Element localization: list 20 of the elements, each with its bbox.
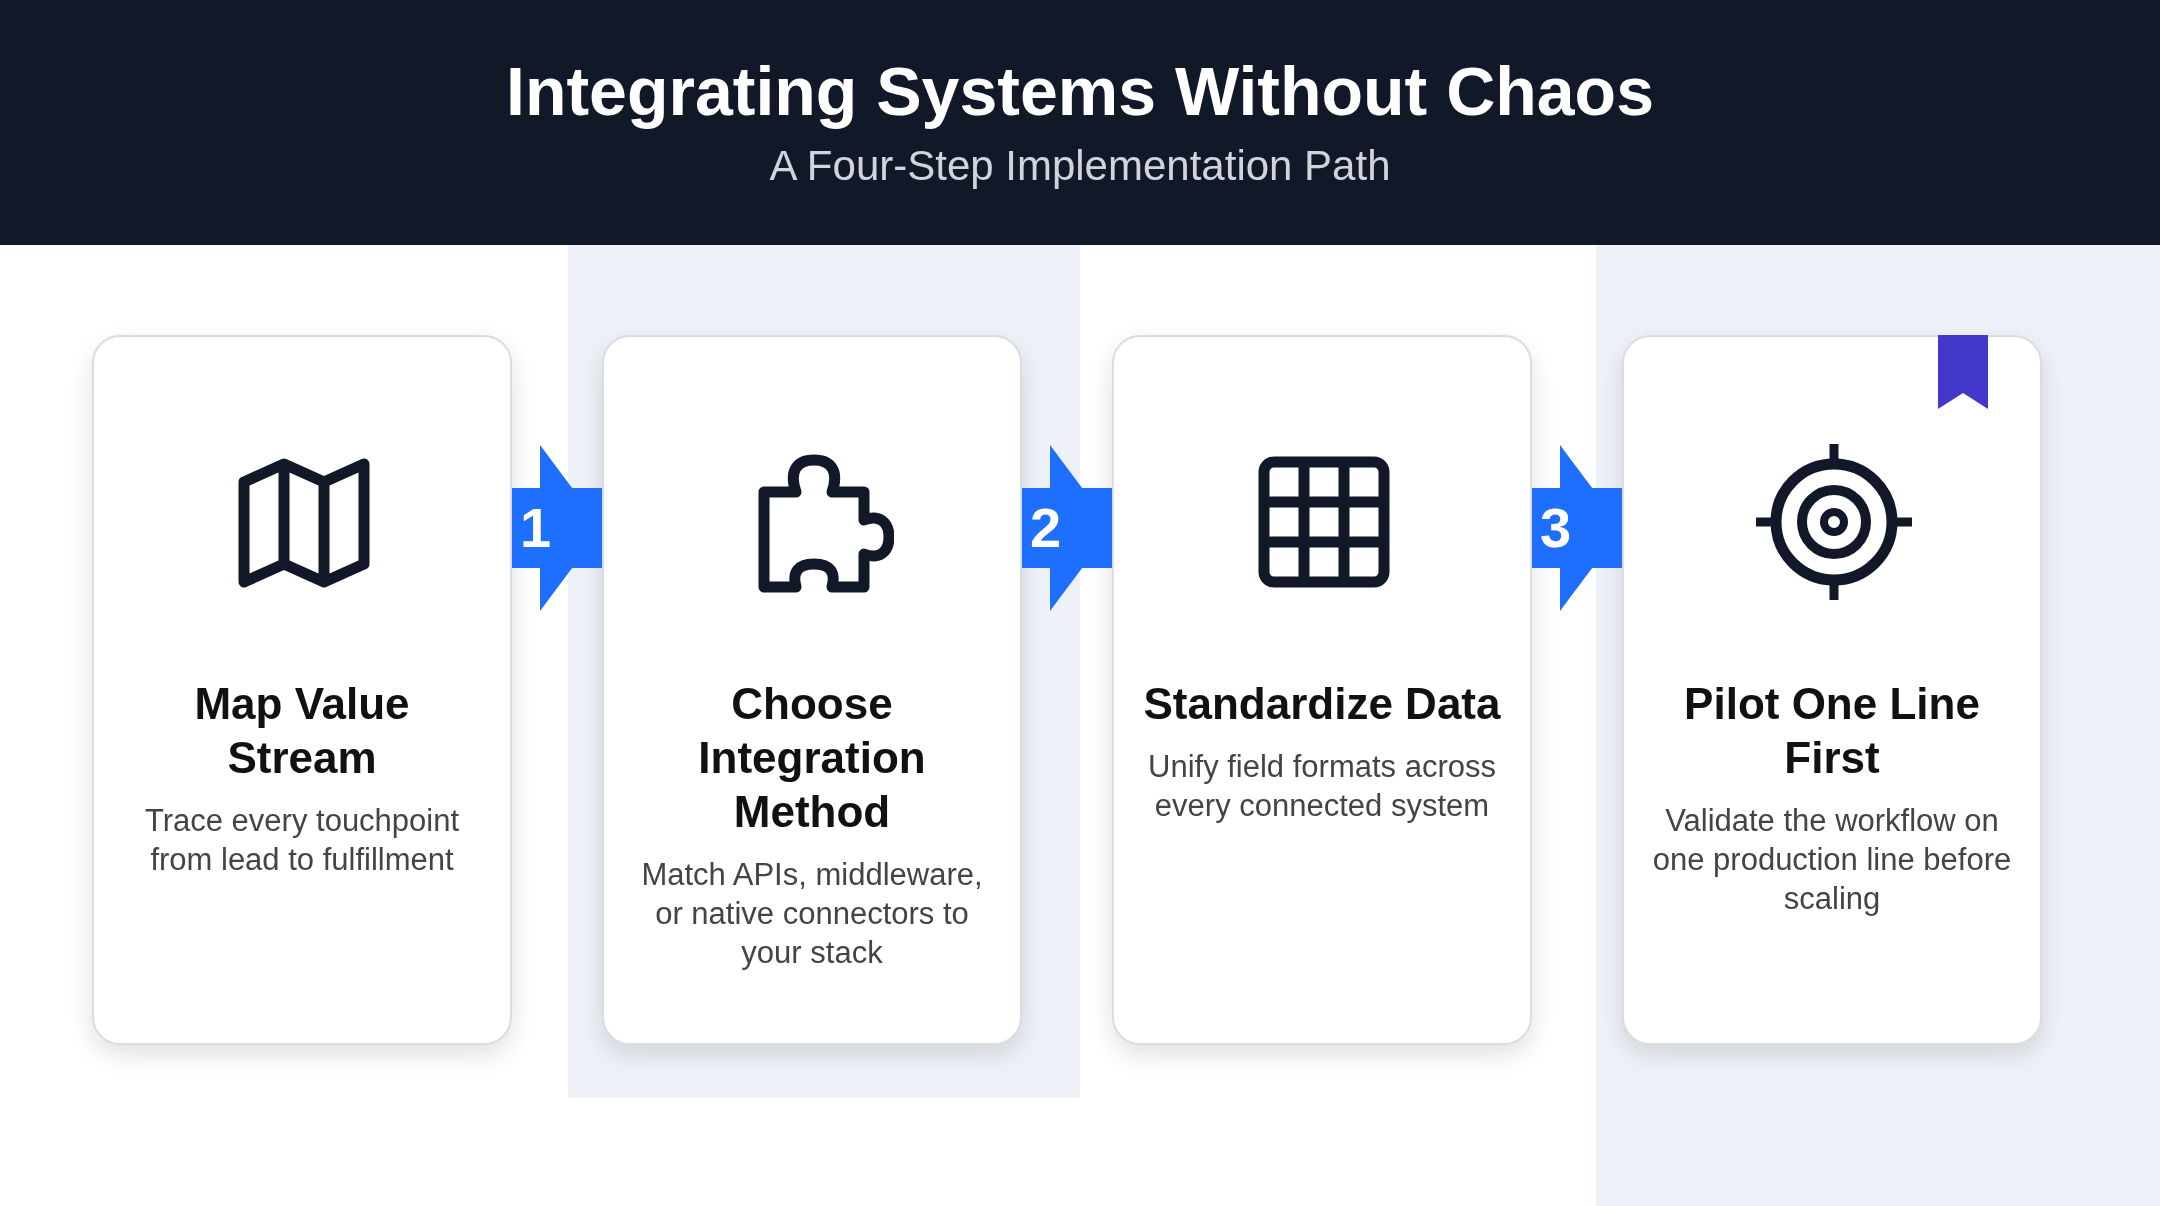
step-description: Match APIs, middleware, or native connectors to your stack	[640, 856, 984, 972]
step-heading: Map Value Stream	[193, 678, 411, 784]
subtitle: A Four-Step Implementation Path	[768, 142, 1392, 190]
arrow	[1022, 445, 1112, 611]
step-card	[92, 335, 512, 1045]
step-description: Trace every touchpoint from lead to fulfillment	[143, 802, 461, 879]
step-number: 2	[1030, 498, 1062, 558]
step-number: 1	[520, 498, 552, 558]
step-description: Unify field formats across every connected system	[1147, 748, 1497, 825]
arrow	[512, 445, 602, 611]
step-heading: Choose Integration Method	[697, 678, 927, 838]
step-heading: Pilot One Line First	[1683, 678, 1981, 784]
step-card	[1112, 335, 1532, 1045]
step-card	[1622, 335, 2042, 1045]
title: Integrating Systems Without Chaos	[505, 52, 1655, 130]
step-heading: Standardize Data	[1142, 678, 1502, 730]
arrow	[1532, 445, 1622, 611]
step-description: Validate the workflow on one production line before scaling	[1651, 802, 2013, 918]
step-card	[602, 335, 1022, 1045]
step-number: 3	[1540, 498, 1572, 558]
